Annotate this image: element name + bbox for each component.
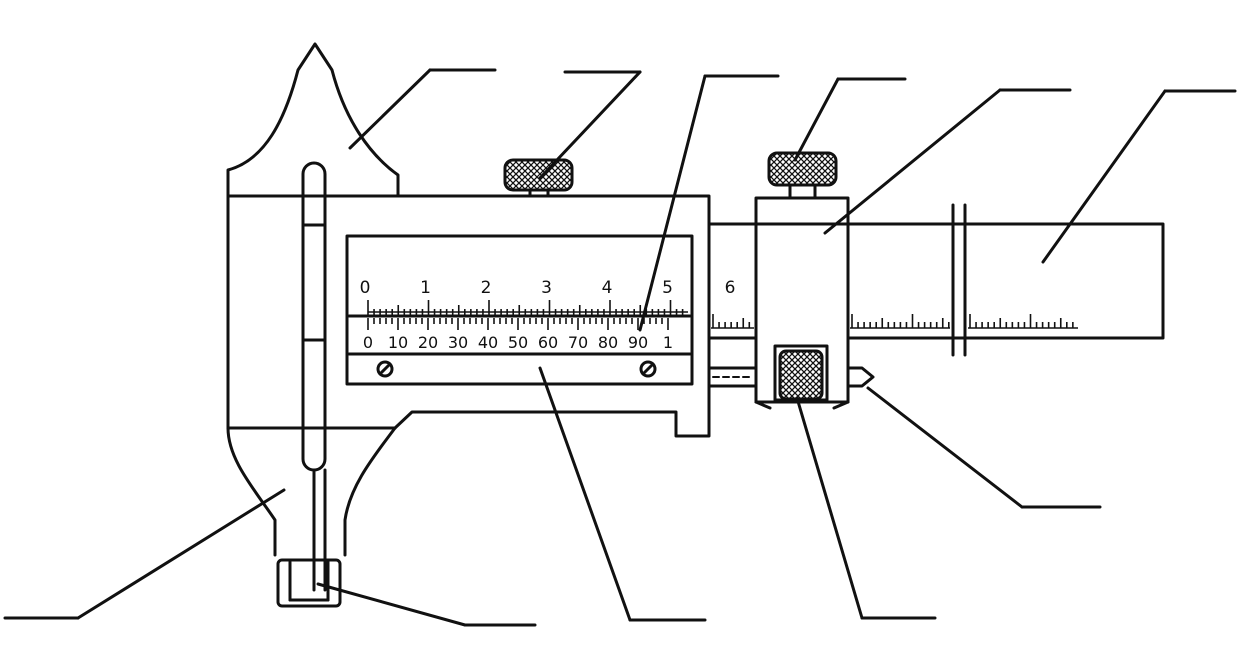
callout-vernier-scale (638, 74, 780, 332)
callout-lower-jaw-tips (316, 582, 537, 627)
main-beam (707, 203, 1165, 357)
vernier-scale-label: 50 (508, 333, 528, 352)
thumb-roller (773, 344, 829, 402)
vernier-scale-label: 30 (448, 333, 468, 352)
fine-adjust-clamp (754, 196, 850, 410)
vernier-scale-label: 40 (478, 333, 498, 352)
vernier-scale-ticks (367, 318, 669, 330)
main-scale-label: 4 (602, 278, 613, 298)
vernier-scale-label: 80 (598, 333, 618, 352)
vernier-scale-label: 1 (663, 333, 673, 352)
main-scale-label: 0 (360, 278, 371, 298)
callout-fine-adjust-knob (793, 77, 907, 162)
callout-lines (3, 68, 1237, 627)
callout-fixed-jaw (3, 488, 286, 620)
vernier-scale-label: 60 (538, 333, 558, 352)
main-scale-label: 3 (541, 278, 552, 298)
callout-upper-screw (538, 70, 642, 180)
main-scale-label: 1 (420, 278, 431, 298)
fixed-jaw (226, 42, 400, 557)
screw-icon (639, 360, 657, 378)
vernier-scale-label: 10 (388, 333, 408, 352)
knurled-knob-icon (503, 158, 574, 198)
callout-upper-jaw (348, 68, 497, 150)
vernier-scale-label: 0 (363, 333, 373, 352)
depth-rod-tip (707, 366, 875, 388)
main-scale-label: 2 (481, 278, 492, 298)
main-scale-label: 5 (662, 278, 673, 298)
vernier-scale-label: 20 (418, 333, 438, 352)
callout-main-beam (1041, 89, 1237, 264)
depth-rod (301, 161, 327, 592)
callout-depth-rod-tip (866, 386, 1102, 509)
screw-icon (376, 360, 394, 378)
vernier-scale-label: 90 (628, 333, 648, 352)
vernier-scale-label: 70 (568, 333, 588, 352)
knurled-knob-icon (767, 151, 838, 200)
lower-jaw-tips (276, 558, 342, 608)
main-scale-ticks (367, 300, 1078, 329)
vernier-scale-labels: 0 10 20 30 40 50 60 70 80 90 1 (363, 333, 673, 352)
callout-fine-adjust-clamp (823, 88, 1072, 235)
main-scale-labels: 0 1 2 3 4 5 6 (360, 278, 736, 298)
callout-thumb-roller (795, 396, 937, 620)
main-scale-label: 6 (725, 278, 736, 298)
callout-slider-body (538, 366, 707, 622)
